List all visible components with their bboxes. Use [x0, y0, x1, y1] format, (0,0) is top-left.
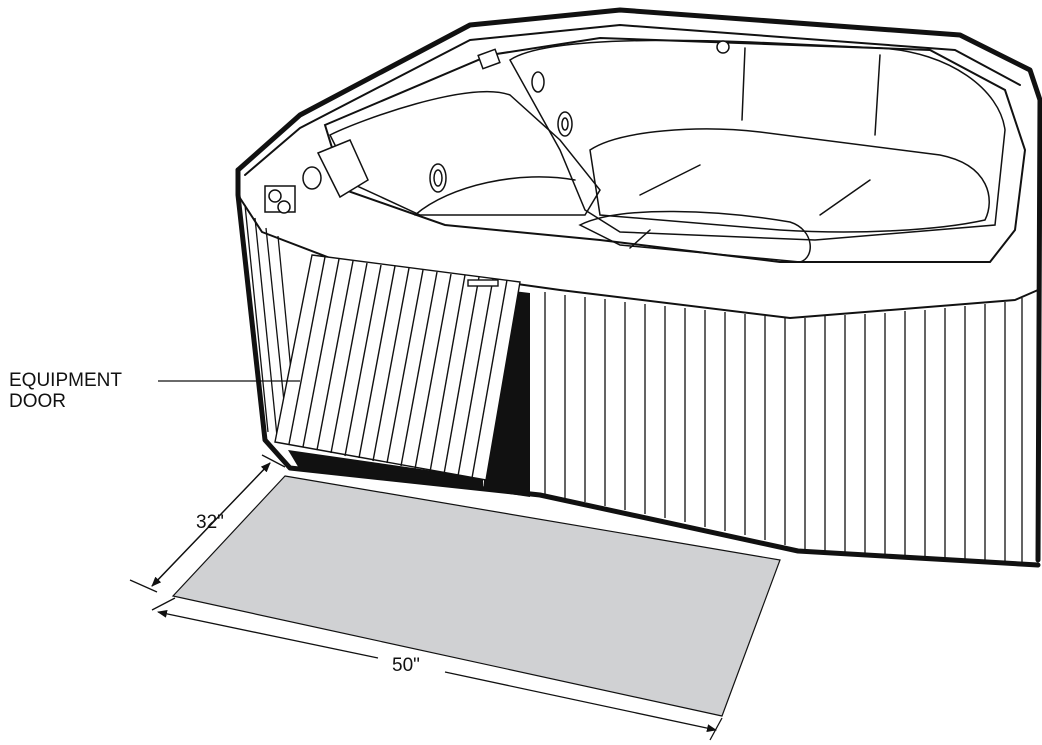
cabinet-slats: [244, 204, 1023, 563]
spa-shell: [235, 7, 1042, 568]
width-dimension-label: 50": [389, 655, 423, 676]
door-opening: [483, 290, 530, 497]
clearance-area: [171, 475, 781, 717]
base-shadow: [288, 450, 483, 490]
equipment-door-label-line1: EQUIPMENT: [9, 370, 122, 391]
spa-interior: [323, 36, 1027, 263]
depth-dimension-label: 32": [196, 512, 224, 533]
equipment-door-panel: [274, 254, 521, 481]
spa-fittings: [264, 40, 730, 214]
depth-dimension: [129, 454, 286, 593]
equipment-door-label: EQUIPMENT DOOR: [9, 370, 122, 412]
width-dimension: [151, 597, 723, 741]
equipment-door-label-line2: DOOR: [9, 391, 66, 412]
